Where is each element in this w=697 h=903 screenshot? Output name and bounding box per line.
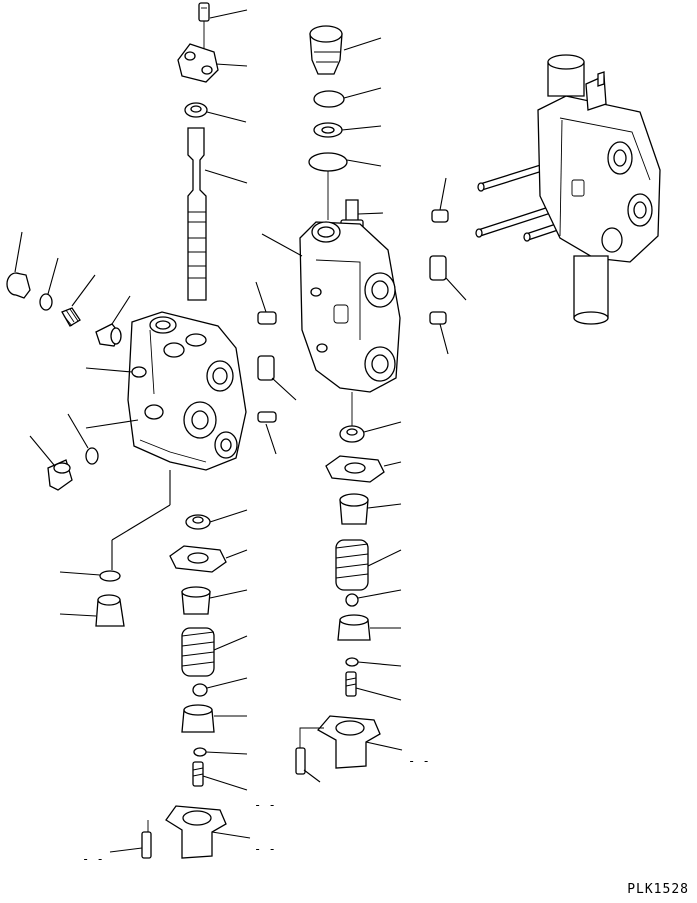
oring-mid-2: [308, 152, 382, 220]
sleeve-left-2: [181, 704, 247, 733]
reference-mark-3: - -: [82, 852, 104, 866]
bolt-mid-bottom: [295, 727, 324, 783]
spring-mid: [335, 539, 402, 591]
gasket-mid-3: [257, 411, 277, 455]
nut-left-1: [184, 102, 247, 123]
valve-body-mid: [261, 221, 401, 393]
spring-left-large: [181, 627, 248, 677]
reference-mark-2: - -: [254, 842, 276, 856]
valve-body-left: [85, 311, 247, 570]
spring-left-small: [61, 274, 96, 327]
washer-mid: [313, 122, 382, 138]
spool-left: [187, 127, 248, 301]
sleeve-mid-2: [337, 614, 401, 641]
bolt-top-left: [198, 2, 248, 55]
drawing-code: PLK1528: [627, 882, 689, 897]
sleeve-left: [181, 586, 248, 615]
reference-mark-4: - -: [408, 754, 430, 768]
gasket-right-3: [429, 311, 449, 355]
plug-far-left: [6, 231, 31, 299]
nut-left-2: [185, 509, 248, 530]
flange-plate-top-left: [177, 43, 248, 83]
cap-left: [59, 594, 125, 627]
valve-assembly-right: [475, 54, 661, 325]
end-cap-left: [165, 805, 251, 859]
relief-cap-mid: [309, 25, 382, 75]
gasket-right-1: [431, 177, 449, 223]
gasket-right-2: [429, 255, 467, 301]
flange-mid: [325, 455, 402, 483]
oring-mid-3: [345, 657, 402, 667]
bolt-mid-lower: [345, 671, 402, 701]
washer-mid-small: [345, 589, 402, 607]
bolt-left-lower: [192, 761, 248, 791]
oring-left-1: [39, 257, 59, 311]
oring-mid-1: [313, 87, 382, 108]
oring-left-4: [193, 747, 248, 757]
reference-mark-1: - -: [254, 798, 276, 812]
sleeve-mid: [339, 493, 402, 525]
oring-left-2: [67, 413, 99, 465]
end-cap-mid: [316, 715, 403, 769]
flange-left-lower: [169, 545, 248, 573]
bolt-left-bottom: [109, 820, 152, 859]
nut-mid: [339, 392, 402, 443]
poppet-left: [95, 295, 131, 347]
washer-left-small: [192, 677, 248, 697]
oring-left-3: [59, 570, 121, 582]
plug-left-lower: [29, 435, 73, 491]
gasket-mid-2: [257, 355, 297, 401]
gasket-mid-1: [255, 281, 277, 325]
